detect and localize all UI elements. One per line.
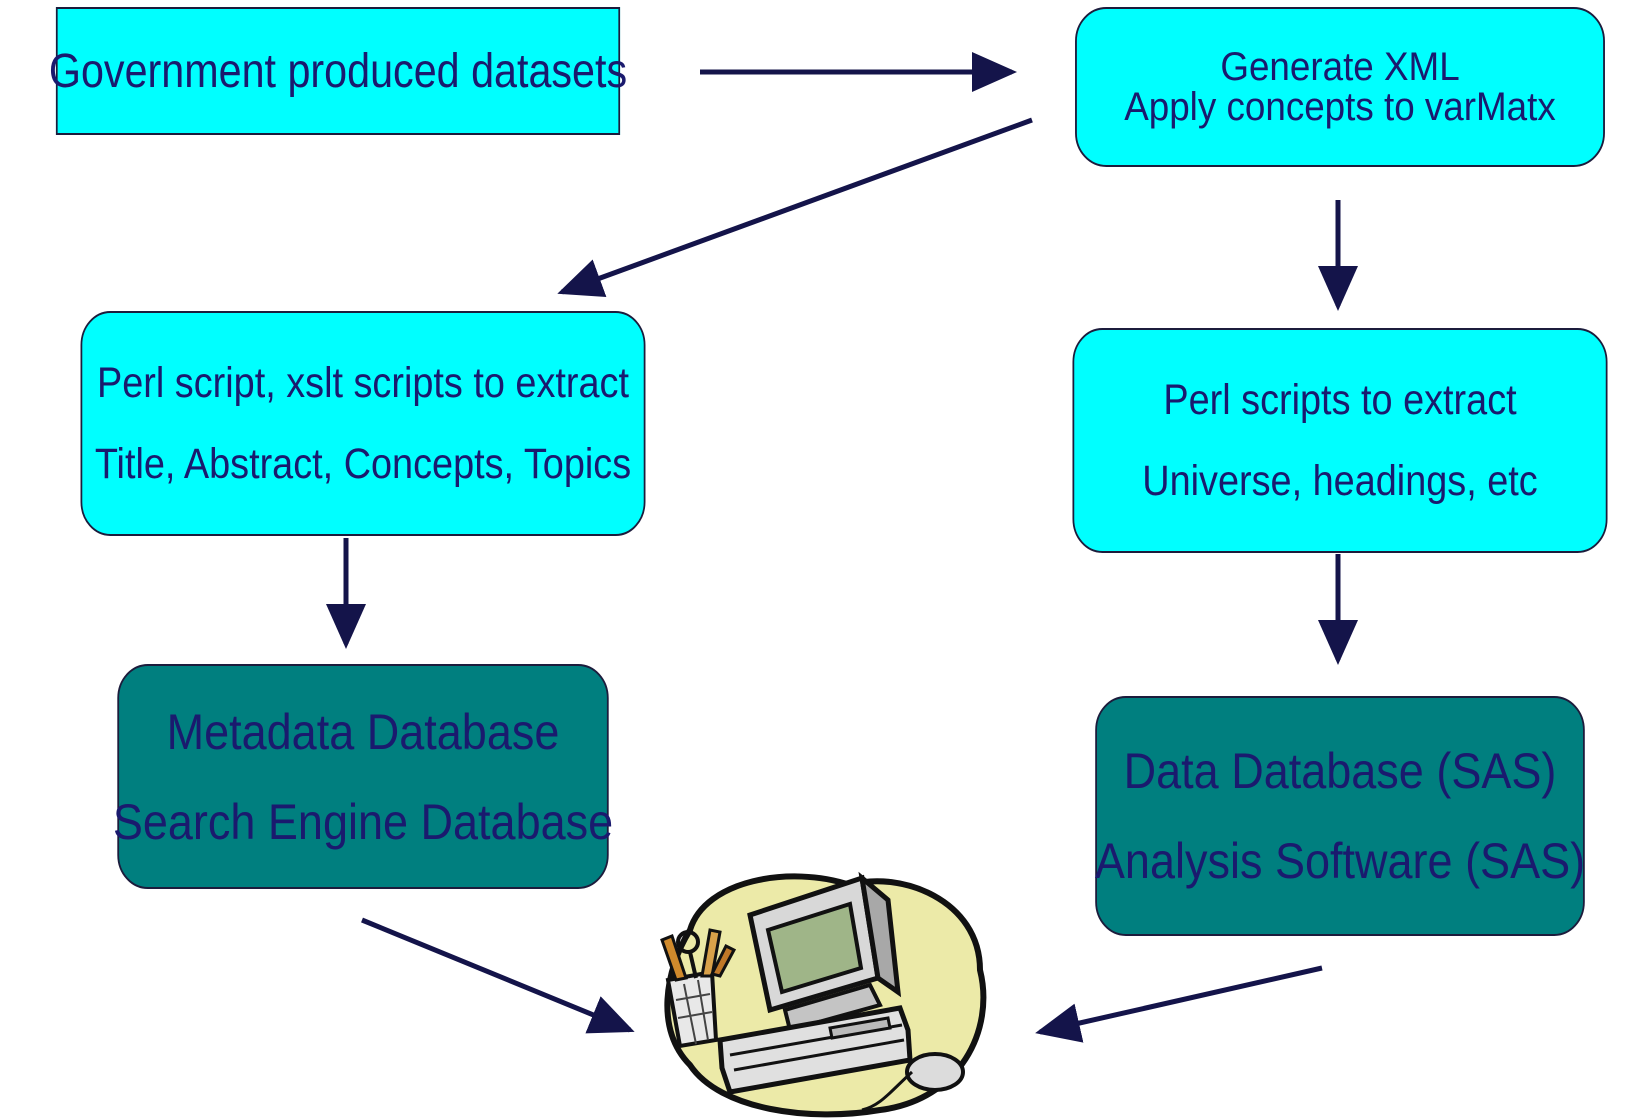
extract-fields-label: Title, Abstract, Concepts, Topics	[94, 439, 632, 488]
perl-extract-universe-box: Perl scripts to extract Universe, headin…	[1072, 328, 1608, 553]
arrow-data-to-computer	[1035, 965, 1323, 1043]
metadata-database-box: Metadata Database Search Engine Database	[113, 664, 613, 889]
arrow-metadata-to-computer	[361, 917, 635, 1034]
generate-xml-label: Generate XML	[1220, 45, 1460, 89]
datasets-label: Government produced datasets	[48, 44, 628, 98]
metadata-database-label: Metadata Database	[166, 703, 560, 760]
search-engine-database-label: Search Engine Database	[112, 793, 614, 850]
apply-concepts-label: Apply concepts to varMatx	[1124, 85, 1556, 129]
analysis-software-label: Analysis Software (SAS)	[1094, 833, 1586, 889]
data-database-box: Data Database (SAS) Analysis Software (S…	[1095, 696, 1585, 936]
perl-scripts-label: Perl scripts to extract	[1163, 375, 1517, 424]
computer-workstation-icon	[660, 871, 987, 1118]
perl-xslt-label: Perl script, xslt scripts to extract	[97, 358, 629, 407]
arrow-xml-to-perl-left	[557, 117, 1033, 298]
data-database-label: Data Database (SAS)	[1123, 743, 1557, 799]
universe-headings-label: Universe, headings, etc	[1142, 456, 1538, 505]
perl-xslt-extract-box: Perl script, xslt scripts to extract Tit…	[80, 311, 646, 536]
generate-xml-box: Generate XML Apply concepts to varMatx	[1075, 7, 1605, 167]
datasets-box: Government produced datasets	[49, 7, 627, 135]
